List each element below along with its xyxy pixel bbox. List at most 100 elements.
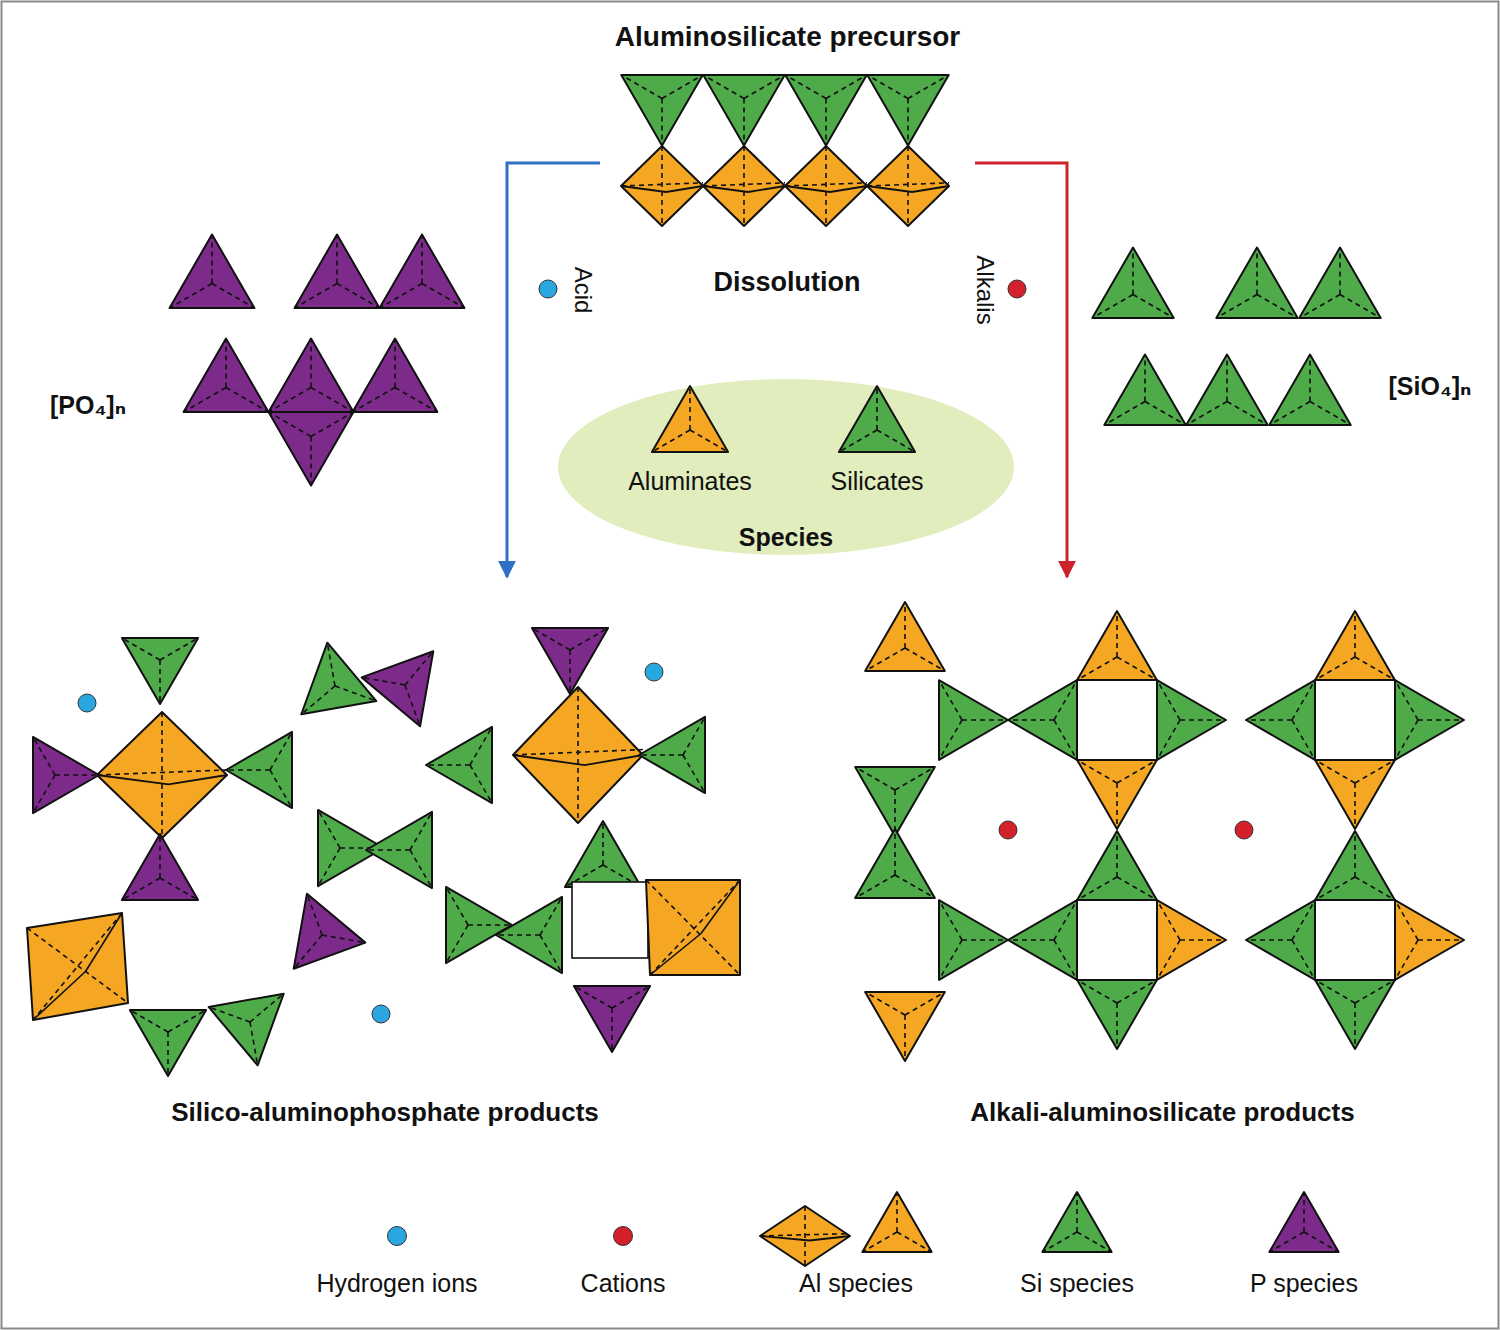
hidden-edge [33, 775, 55, 813]
legend-swatch [613, 1226, 633, 1246]
hidden-edge [683, 717, 705, 755]
hidden-edge [310, 437, 312, 486]
hidden-edge [468, 924, 512, 926]
tetrahedron-face [496, 897, 562, 973]
octahedron-face [703, 146, 785, 226]
hidden-edge [1304, 1232, 1339, 1252]
tetrahedron-face [122, 834, 198, 900]
hidden-edge [897, 1232, 932, 1252]
hidden-edge [894, 829, 896, 875]
tetrahedron-face [1246, 680, 1315, 760]
hidden-edge [683, 755, 705, 793]
hidden-edge [703, 183, 785, 186]
hidden-edge [785, 183, 867, 186]
tetrahedron-face [295, 235, 380, 309]
hidden-edge [855, 767, 895, 790]
phosphate-oligomers [170, 235, 465, 486]
hidden-edge [470, 765, 492, 803]
hidden-edge [161, 712, 163, 838]
hidden-edge [212, 284, 254, 309]
legend-label: Cations [581, 1269, 666, 1298]
hidden-edge [862, 1232, 897, 1252]
hidden-edge [250, 1022, 258, 1065]
octahedron-edge [621, 186, 703, 192]
hidden-edge [896, 1192, 898, 1232]
tetrahedron-face [862, 1192, 931, 1252]
hidden-edge [1077, 877, 1117, 900]
octahedron-square [646, 880, 740, 975]
tetrahedron [1008, 680, 1077, 760]
formula-label: [SiO₄]ₙ [1388, 372, 1471, 401]
tetrahedron [170, 235, 255, 309]
hidden-edge [160, 878, 198, 900]
species-ellipse: SpeciesAluminatesSilicates [557, 378, 1015, 556]
hidden-edge [1292, 900, 1315, 940]
octahedron-edge [513, 755, 643, 765]
tetrahedron-face [353, 339, 438, 413]
edge-label: Acid [569, 267, 597, 314]
tetrahedron [574, 986, 650, 1052]
hidden-edge [1269, 402, 1310, 426]
tetrahedron [652, 386, 728, 452]
hidden-edge [1077, 1232, 1112, 1252]
hidden-edge [1054, 720, 1077, 760]
tetrahedron [1077, 611, 1157, 680]
tetrahedron-face [130, 1010, 206, 1076]
hidden-edge [1292, 680, 1315, 720]
tetrahedron-face [565, 821, 641, 887]
ellipse-fill [558, 379, 1014, 555]
hidden-edge [865, 648, 905, 671]
hidden-edge [1246, 719, 1292, 721]
node-text: Species [739, 522, 834, 552]
hidden-edge [1157, 940, 1180, 980]
tetrahedron [426, 727, 492, 803]
hidden-edge [294, 935, 322, 969]
hidden-edge [1092, 295, 1133, 319]
polyhedron-edge [650, 934, 701, 976]
sapo-framework [27, 628, 740, 1076]
hidden-edge [1395, 940, 1418, 980]
hidden-edge [410, 850, 432, 888]
legend-label: P species [1250, 1269, 1358, 1298]
hidden-edge [269, 412, 311, 437]
hidden-edge [1077, 980, 1117, 1003]
hidden-edge [1117, 657, 1157, 680]
hidden-edge [1077, 657, 1117, 680]
hidden-edge [962, 939, 1008, 941]
tetrahedron-face [1157, 900, 1226, 980]
hidden-edge [1186, 402, 1227, 426]
tetrahedron [1315, 760, 1395, 829]
tetrahedron-face [1092, 248, 1173, 319]
hidden-edge [422, 284, 464, 309]
ring-pore [1315, 900, 1395, 980]
hidden-edge [1355, 980, 1395, 1003]
hidden-edge [395, 388, 437, 413]
hidden-edge [646, 880, 740, 975]
hidden-edge [209, 1007, 250, 1022]
hidden-edge [905, 992, 945, 1015]
hidden-edge [27, 928, 128, 1003]
hidden-edge [225, 339, 227, 388]
node-text: Silico-aluminophosphate products [171, 1097, 599, 1128]
hidden-edge [1117, 980, 1157, 1003]
tetrahedron [621, 75, 702, 146]
hidden-edge [1180, 719, 1226, 721]
tetrahedron-face [703, 75, 784, 146]
hidden-edge [159, 660, 161, 704]
tetrahedron-face [426, 727, 492, 803]
hidden-edge [1246, 939, 1292, 941]
hidden-edge [611, 1008, 613, 1052]
tetrahedron-face [1395, 900, 1464, 980]
hidden-edge [1117, 877, 1157, 900]
hidden-edge [825, 146, 827, 226]
hidden-edge [839, 430, 877, 452]
octahedron-face [785, 146, 867, 226]
tetrahedron-face [1077, 980, 1157, 1049]
tetrahedron-face [294, 894, 366, 969]
hidden-edge [322, 935, 365, 943]
species-item: Aluminates [615, 378, 765, 496]
tetrahedron-face [1077, 760, 1157, 829]
tetrahedron-face [867, 75, 948, 146]
tetrahedron-face [209, 994, 284, 1066]
flow-arrow [507, 163, 600, 577]
